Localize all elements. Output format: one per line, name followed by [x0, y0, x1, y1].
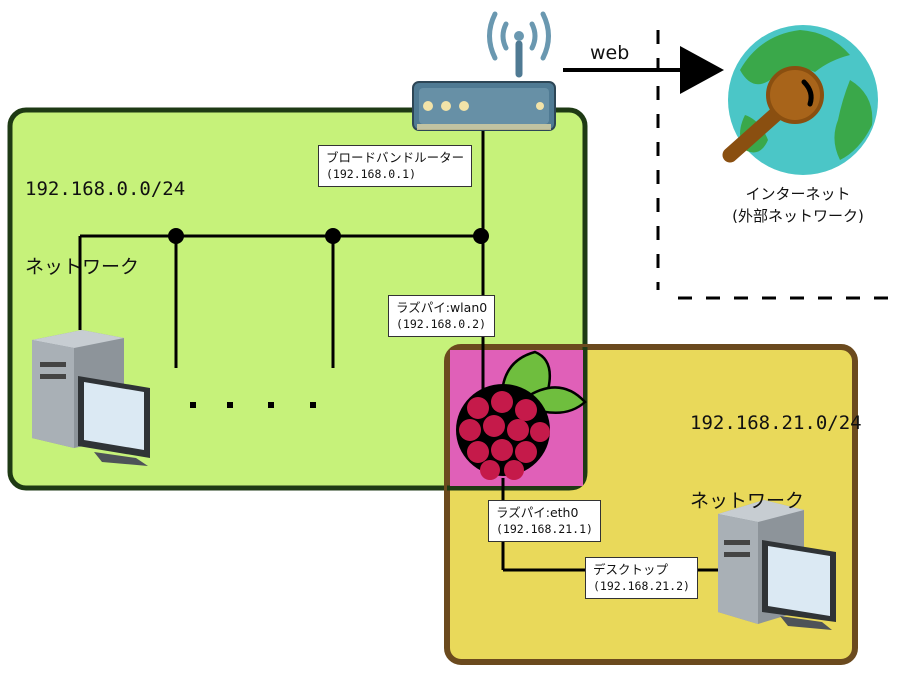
router-ip: (192.168.0.1) — [326, 167, 417, 181]
more-devices-ellipsis — [190, 402, 316, 408]
eth-name: ラズパイ:eth0 — [496, 505, 579, 520]
desktop-label: デスクトップ (192.168.21.2) — [585, 557, 698, 599]
web-label: web — [590, 42, 630, 64]
bus-node — [325, 228, 341, 244]
wlan-label: ラズパイ:wlan0 (192.168.0.2) — [388, 295, 496, 337]
lan-network-title: 192.168.0.0/24 ネットワーク — [25, 124, 185, 306]
magnifier-icon — [722, 66, 824, 163]
internet-boundary — [656, 30, 890, 300]
lan-network-address: 192.168.0.0/24 — [25, 178, 186, 200]
sub-network-name: ネットワーク — [690, 490, 805, 512]
lan-bus — [78, 130, 485, 396]
desktop-ip: (192.168.21.2) — [593, 579, 690, 593]
bus-node — [168, 228, 184, 244]
router-label: ブロードバンドルーター (192.168.0.1) — [318, 145, 473, 187]
raspberry-pi-icon — [456, 350, 587, 480]
computer-icon — [32, 330, 150, 466]
router-icon — [412, 81, 556, 131]
lan-network-box — [7, 107, 588, 491]
router-name: ブロードバンドルーター — [326, 150, 465, 165]
wlan-name: ラズパイ:wlan0 — [396, 300, 488, 315]
internet-caption: インターネット (外部ネットワーク) — [713, 183, 883, 227]
lan-network-name: ネットワーク — [25, 256, 140, 278]
wifi-icon — [487, 11, 551, 78]
internet-name: インターネット — [745, 185, 851, 203]
internet-sub: (外部ネットワーク) — [732, 207, 864, 225]
web-arrow — [563, 46, 724, 94]
bus-node — [473, 228, 489, 244]
wlan-ip: (192.168.0.2) — [396, 317, 487, 331]
sub-network-address: 192.168.21.0/24 — [690, 412, 862, 434]
eth-ip: (192.168.21.1) — [496, 522, 593, 536]
sub-network-title: 192.168.21.0/24 ネットワーク — [690, 358, 862, 540]
eth-label: ラズパイ:eth0 (192.168.21.1) — [488, 500, 601, 542]
desktop-name: デスクトップ — [593, 562, 669, 577]
computer-icon — [718, 500, 836, 630]
